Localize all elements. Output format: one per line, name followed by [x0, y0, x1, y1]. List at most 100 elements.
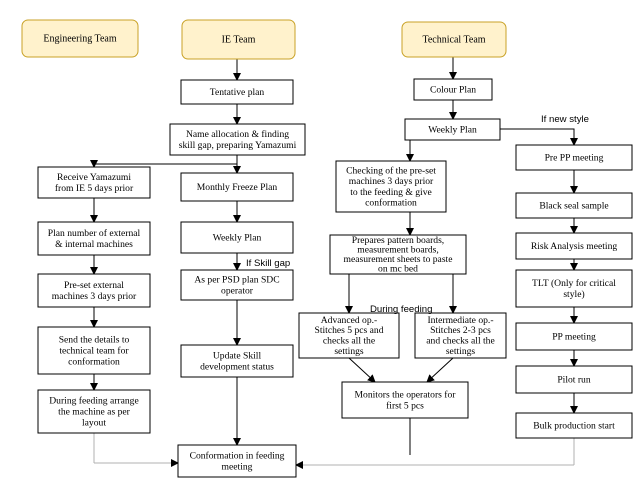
- new-style-step-2-shape: [515, 192, 633, 219]
- conformation-feeding-meeting-text: meeting: [222, 462, 253, 473]
- colour-plan-text: Colour Plan: [430, 85, 476, 96]
- new-style-step-2: Black seal sample: [515, 192, 633, 219]
- technical-weekly-plan-shape: [404, 118, 501, 141]
- new-style-step-4-text: TLT (Only for critical: [532, 278, 616, 289]
- engineering-step-3-shape: [37, 273, 151, 308]
- ie-weekly-plan-shape: [180, 221, 294, 254]
- update-skill-text: Update Skill: [213, 351, 262, 362]
- tentative-plan: Tentative plan: [180, 79, 294, 105]
- checking-preset-text: Checking of the pre-set: [346, 165, 436, 176]
- engineering-step-2-text: Plan number of external: [48, 228, 141, 239]
- if-new-style-note: If new style: [541, 114, 589, 125]
- new-style-step-4-shape: [515, 269, 633, 308]
- engineering-step-2-shape: [37, 221, 151, 256]
- new-style-step-5-shape: [515, 322, 633, 351]
- colour-plan-shape: [413, 78, 493, 101]
- update-skill-shape: [180, 344, 294, 378]
- prepares-pattern-text: measurement boards,: [357, 244, 439, 255]
- intermediate-op-text: Intermediate op.-: [427, 315, 493, 326]
- engineering-team-header-text: Engineering Team: [43, 34, 116, 45]
- new-style-step-6-text: Pilot run: [557, 375, 591, 386]
- engineering-step-5-text: the machine as per: [58, 407, 130, 418]
- checking-preset-text: conformation: [365, 198, 417, 209]
- ie-team-header: IE Team: [181, 19, 296, 60]
- update-skill-text: development status: [200, 362, 274, 373]
- checking-preset-text: to the feeding & give: [350, 187, 432, 198]
- new-style-step-3-shape: [515, 232, 633, 260]
- new-style-step-1: Pre PP meeting: [515, 144, 633, 171]
- tentative-plan-text: Tentative plan: [210, 87, 265, 98]
- engineering-step-1-text: from IE 5 days prior: [55, 183, 134, 194]
- new-style-step-6-shape: [515, 365, 633, 394]
- engineering-step-4-text: Send the details to: [59, 335, 130, 346]
- during-feeding-note: During feeding: [370, 304, 432, 315]
- advanced-op-shape: [298, 312, 400, 359]
- engineering-step-5-shape: [37, 389, 151, 434]
- ie-weekly-plan-text: Weekly Plan: [213, 233, 262, 244]
- conformation-feeding-meeting-shape: [177, 444, 297, 478]
- flow-nodes: Engineering Team IE Team Technical TeamRec…: [21, 19, 633, 478]
- name-allocation-text: Name allocation & finding: [186, 129, 289, 140]
- new-style-step-3-text: Risk Analysis meeting: [531, 241, 618, 252]
- intermediate-op-text: and checks all the: [426, 336, 494, 347]
- advanced-op-text: Advanced op.-: [321, 315, 377, 326]
- engineering-step-2: Plan number of external& internal machin…: [37, 221, 151, 256]
- new-style-step-6: Pilot run: [515, 365, 633, 394]
- engineering-step-3-text: machines 3 days prior: [52, 291, 137, 302]
- prepares-pattern-text: Prepares pattern boards,: [352, 235, 444, 246]
- engineering-team-header: Engineering Team: [21, 19, 139, 58]
- advanced-op-text: Stitches 5 pcs and: [314, 325, 383, 336]
- monitors-operators-text: first 5 pcs: [386, 401, 424, 412]
- psd-plan-text: As per PSD plan SDC: [194, 275, 279, 286]
- psd-plan-text: operator: [221, 286, 254, 297]
- intermediate-op-shape: [414, 312, 507, 359]
- new-style-step-7: Bulk production start: [515, 412, 633, 439]
- intermediate-op-text: Stitches 2-3 pcs: [430, 325, 491, 336]
- name-allocation-text: skill gap, preparing Yamazumi: [179, 140, 297, 151]
- colour-plan: Colour Plan: [413, 78, 493, 101]
- monthly-freeze-plan: Monthly Freeze Plan: [180, 172, 294, 202]
- monitors-operators-text: Monitors the operators for: [355, 390, 457, 401]
- psd-plan-shape: [180, 269, 294, 301]
- checking-preset-text: machines 3 days prior: [349, 176, 434, 187]
- engineering-step-3-text: Pre-set external: [64, 280, 124, 291]
- new-style-step-3: Risk Analysis meeting: [515, 232, 633, 260]
- engineering-step-2-text: & internal machines: [55, 239, 133, 250]
- technical-team-header-text: Technical Team: [422, 35, 485, 46]
- tentative-plan-shape: [180, 79, 294, 105]
- new-style-step-5-text: PP meeting: [552, 332, 596, 343]
- engineering-step-4-text: technical team for: [59, 346, 129, 357]
- if-skill-gap-note: If Skill gap: [246, 258, 290, 269]
- prepares-pattern: Prepares pattern boards,measurement boar…: [329, 234, 467, 275]
- new-style-step-1-text: Pre PP meeting: [545, 153, 604, 164]
- technical-weekly-plan: Weekly Plan: [404, 118, 501, 141]
- advanced-op-text: settings: [334, 346, 364, 357]
- new-style-step-7-shape: [515, 412, 633, 439]
- connectors: [90, 57, 578, 469]
- engineering-step-5-text: During feeding arrange: [49, 396, 139, 407]
- advanced-op-text: checks all the: [323, 336, 375, 347]
- technical-weekly-plan-text: Weekly Plan: [428, 125, 477, 136]
- prepares-pattern-text: on mc bed: [378, 264, 418, 275]
- engineering-step-5-text: layout: [82, 418, 106, 429]
- ie-weekly-plan: Weekly Plan: [180, 221, 294, 254]
- new-style-step-5: PP meeting: [515, 322, 633, 351]
- engineering-step-1-shape: [37, 166, 151, 199]
- new-style-step-1-shape: [515, 144, 633, 171]
- engineering-step-4-shape: [37, 326, 151, 375]
- technical-team-header: Technical Team: [401, 21, 507, 58]
